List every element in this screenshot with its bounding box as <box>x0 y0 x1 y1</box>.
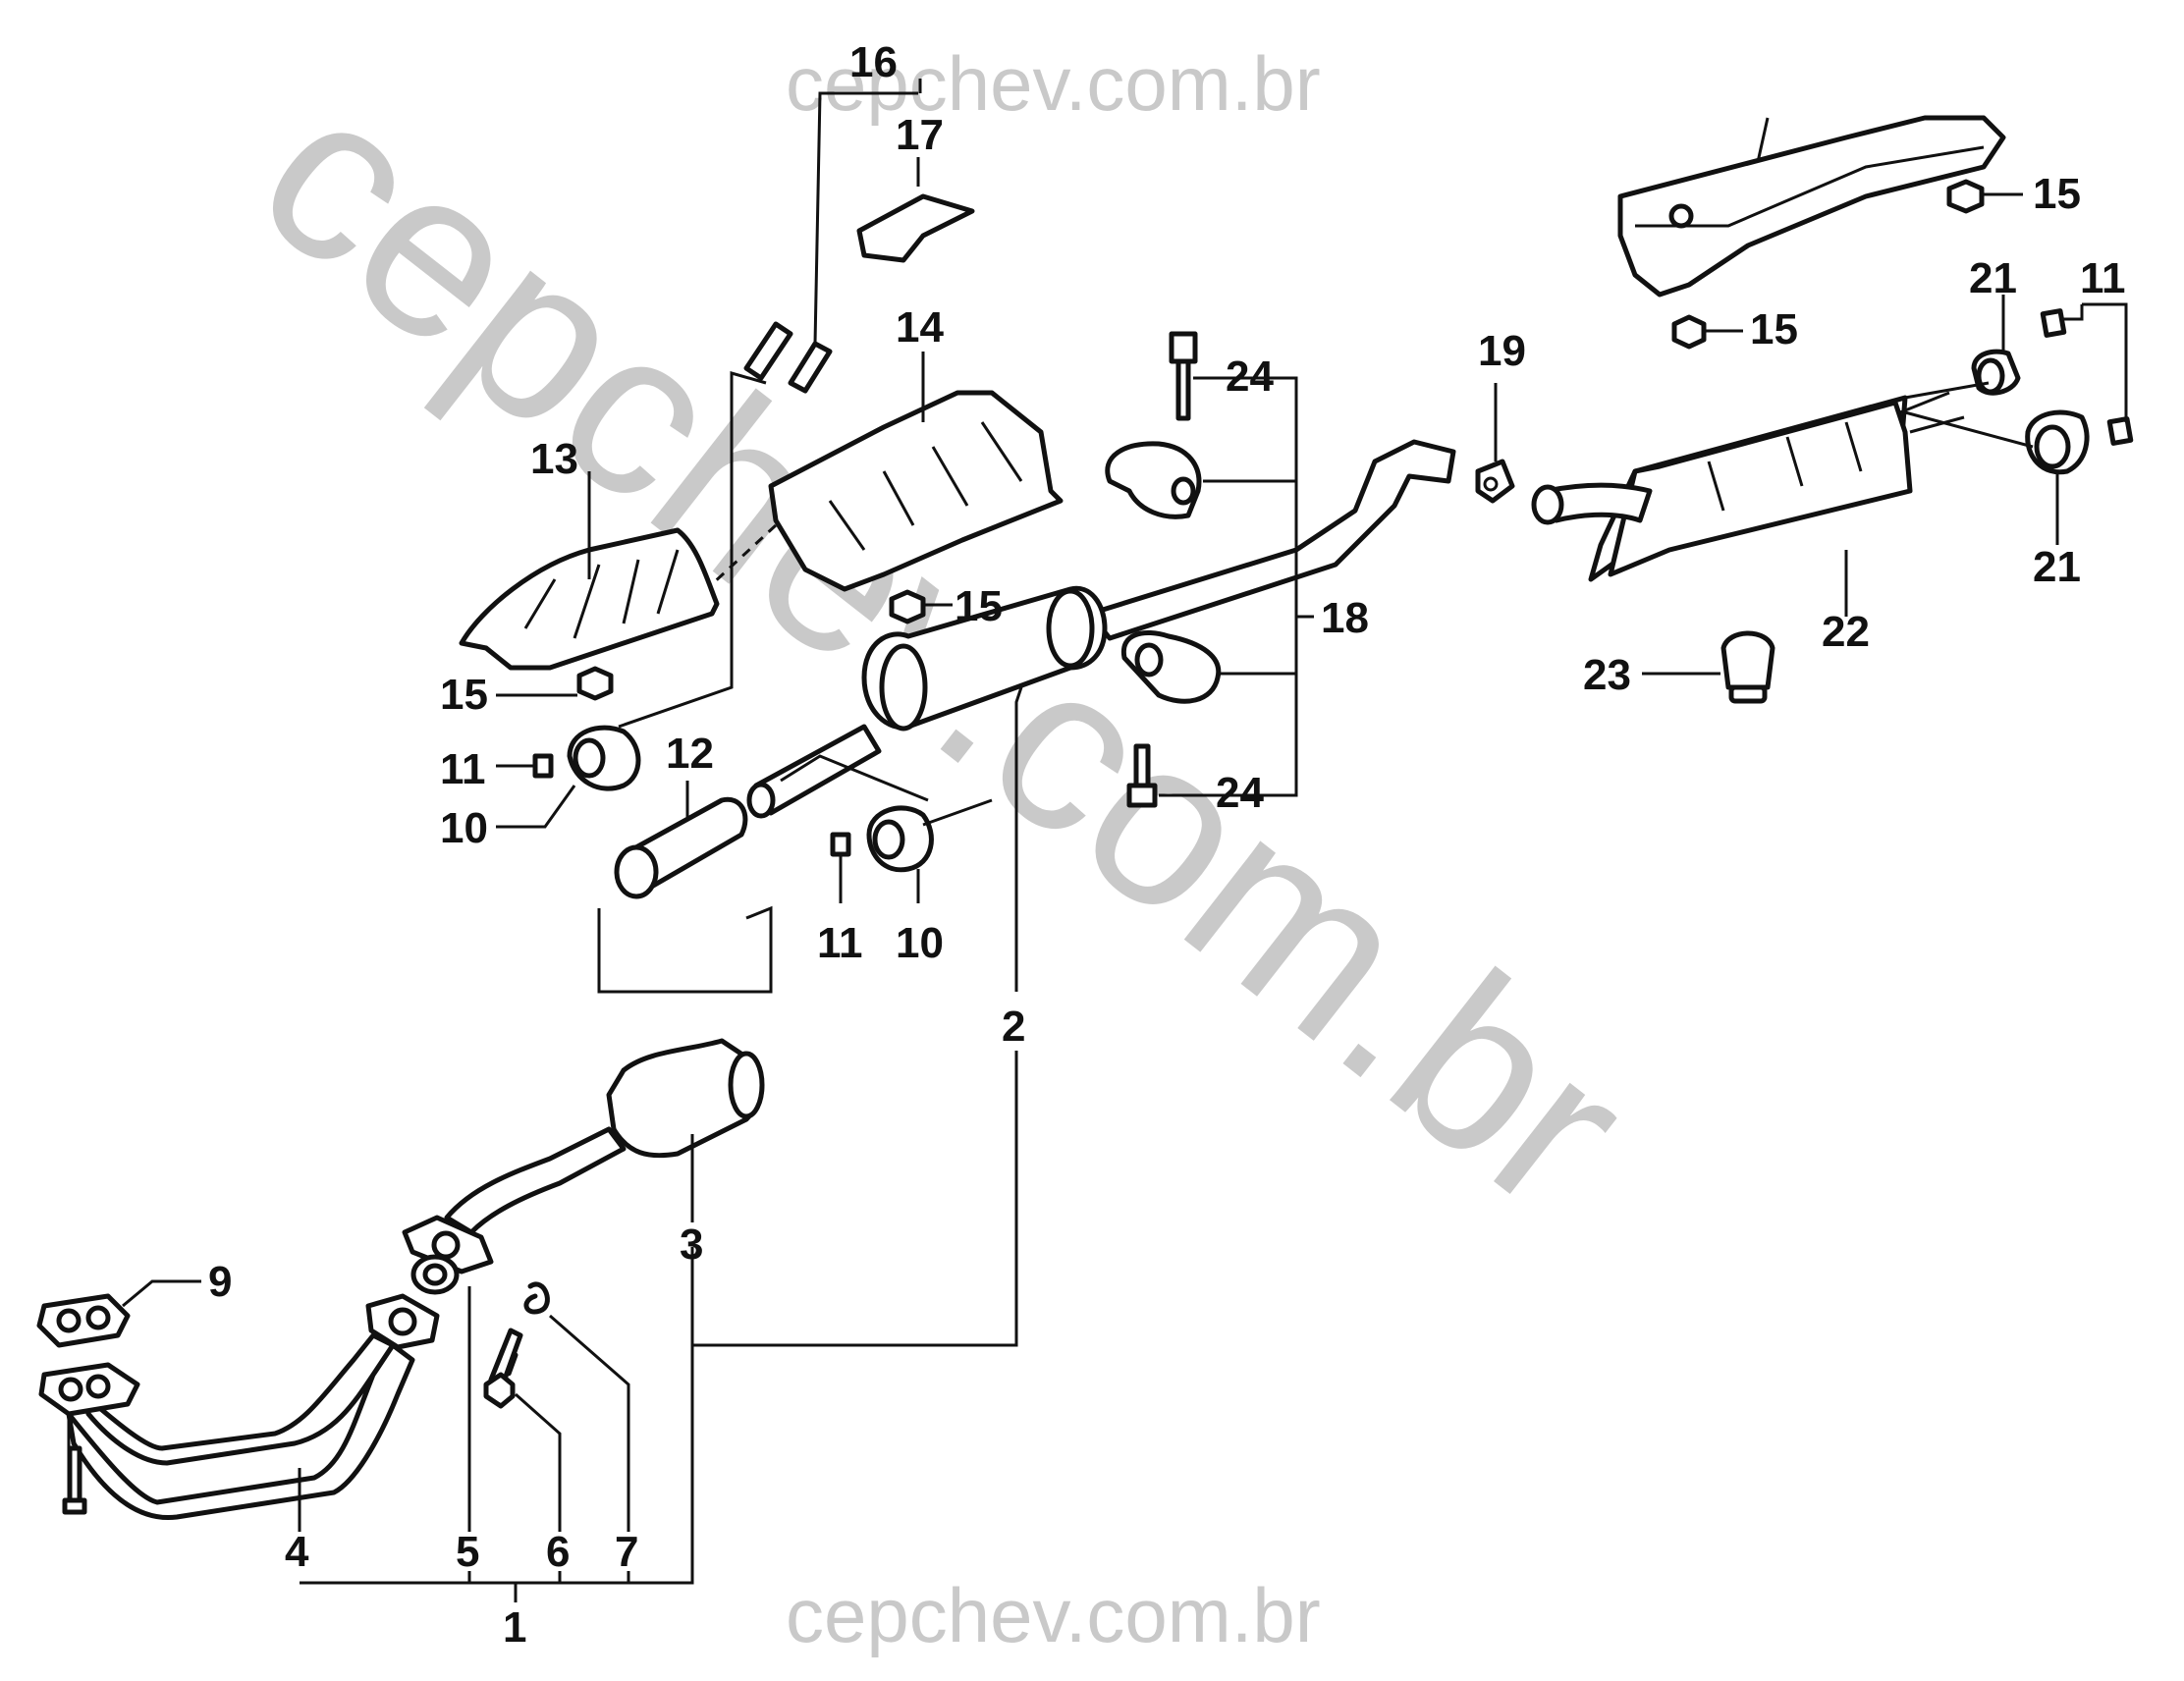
nut-15-14 <box>889 589 953 624</box>
callout-7: 7 <box>615 1528 638 1576</box>
callout-17: 17 <box>896 111 944 159</box>
leader-21-stubs <box>2001 295 2059 545</box>
flange-upper <box>365 1293 440 1350</box>
leader-group-1 <box>300 1247 694 1602</box>
stud-bolt <box>62 1414 87 1515</box>
callout-18: 18 <box>1321 594 1369 642</box>
callout-12: 12 <box>666 730 714 778</box>
rubber-mount-21-upper <box>1971 314 2021 396</box>
callout-15-d: 15 <box>440 671 488 719</box>
nut-15-top <box>1946 179 2023 214</box>
leader-11-right <box>2062 302 2128 422</box>
downpipe-4 <box>66 1332 415 1532</box>
callout-23: 23 <box>1583 651 1631 699</box>
callout-19: 19 <box>1478 327 1526 375</box>
tube-12 <box>614 781 748 899</box>
bump-stop <box>1642 630 1775 704</box>
leader-10-left <box>496 785 576 829</box>
callout-9: 9 <box>208 1258 232 1306</box>
bolt-6 <box>483 1328 562 1532</box>
callout-11-left: 11 <box>440 745 486 793</box>
tailpipe-inlet <box>1531 482 1653 525</box>
leader-16-10 <box>618 371 767 729</box>
bracket-24-lower <box>1120 630 1222 808</box>
callout-24-lower: 24 <box>1216 769 1264 817</box>
callout-2: 2 <box>1002 1003 1025 1051</box>
callout-24-upper: 24 <box>1226 352 1274 401</box>
dashed-leader-21 <box>1904 381 2034 449</box>
heat-shield-rear <box>1617 115 2006 298</box>
rubber-mount-10-center <box>866 805 934 903</box>
gasket-5 <box>410 1254 471 1532</box>
clip-11-left <box>496 753 554 779</box>
nut-15-shield <box>1671 314 1743 350</box>
callout-21-upper: 21 <box>1969 254 2017 302</box>
clip-11-center <box>830 832 851 903</box>
spring-7 <box>523 1281 630 1532</box>
front-pipe <box>444 1126 627 1235</box>
nut-15-13 <box>496 666 614 701</box>
flange-lower <box>38 1362 140 1417</box>
callout-10-left: 10 <box>440 804 488 852</box>
hangers-16 <box>743 79 922 394</box>
callout-15-a: 15 <box>2033 170 2081 218</box>
bracket-24-upper <box>1105 331 1202 519</box>
callout-11-right: 11 <box>2080 254 2126 302</box>
leader-24-stubs <box>1159 376 1216 797</box>
leader-2 <box>692 686 1023 1347</box>
heat-shield-13 <box>459 527 720 671</box>
heat-shield-14 <box>768 390 1064 592</box>
callout-4: 4 <box>285 1528 309 1576</box>
callout-1: 1 <box>503 1603 526 1652</box>
callout-6: 6 <box>546 1528 570 1576</box>
leader-10-center <box>780 754 993 827</box>
callout-14: 14 <box>896 303 944 352</box>
clip-11-right-b <box>2106 416 2134 446</box>
callout-15-b: 15 <box>1750 305 1798 353</box>
clamp-19 <box>1475 383 1515 504</box>
dashed-13-14 <box>710 523 778 586</box>
rubber-mount-10-left <box>567 725 641 791</box>
rear-muffler <box>1588 391 1965 582</box>
bracket-17 <box>856 157 975 263</box>
watermark-top: cepchev.com.br <box>786 40 1321 127</box>
callout-16: 16 <box>849 38 898 86</box>
intermediate-pipe <box>746 439 1456 819</box>
catalytic-converter <box>606 1038 765 1222</box>
callout-21-lower: 21 <box>2033 543 2081 591</box>
rubber-mount-21-lower <box>2025 409 2090 520</box>
callout-3: 3 <box>680 1220 703 1269</box>
callout-15-c: 15 <box>955 582 1003 630</box>
clip-11-right-a <box>2040 308 2067 338</box>
callout-10-center: 10 <box>896 919 944 967</box>
gasket-9 <box>36 1279 201 1348</box>
watermark-bottom: cepchev.com.br <box>786 1572 1321 1658</box>
bracket-12-3 <box>597 905 773 994</box>
callout-5: 5 <box>456 1528 479 1576</box>
callout-11-center: 11 <box>817 919 863 967</box>
leader-18-24 <box>1159 376 1314 797</box>
callout-13: 13 <box>530 435 578 483</box>
